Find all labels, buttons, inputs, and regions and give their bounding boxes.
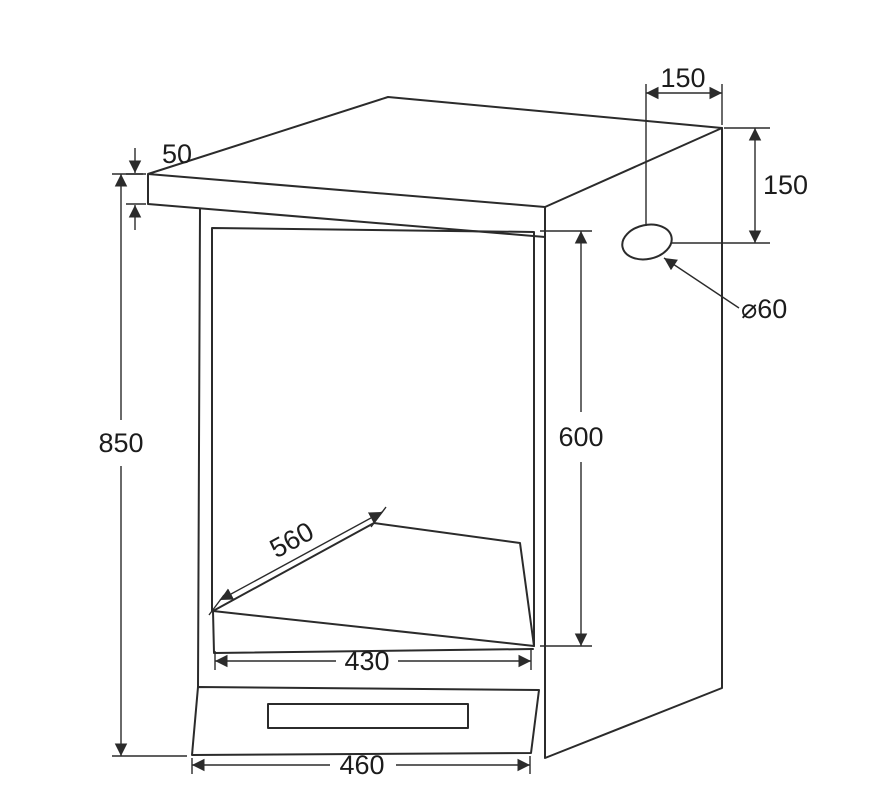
dim-total-height-label: 850 bbox=[98, 428, 143, 458]
dim-top-lip-extensions bbox=[126, 173, 146, 205]
left-front-edge bbox=[197, 208, 201, 688]
dim-opening-height: 600 bbox=[540, 230, 604, 647]
front-opening bbox=[211, 227, 535, 647]
right-side-panel bbox=[544, 127, 723, 759]
dim-hole-diameter: ⌀60 bbox=[663, 257, 787, 324]
mounting-hole bbox=[621, 223, 673, 261]
dim-opening-width: 430 bbox=[214, 646, 532, 676]
dim-height-extensions bbox=[112, 173, 187, 757]
dim-base-width: 460 bbox=[191, 750, 531, 780]
dim-top-lip: 50 bbox=[126, 139, 192, 230]
dim-opening-width-label: 430 bbox=[344, 646, 389, 676]
dimension-annotations: 50 150 150 ⌀60 bbox=[98, 63, 808, 780]
dim-base-width-label: 460 bbox=[339, 750, 384, 780]
dim-hole-diameter-label: ⌀60 bbox=[741, 294, 787, 324]
dim-depth-line bbox=[219, 511, 383, 601]
dim-hole-h-extensions bbox=[645, 84, 723, 226]
dim-opening-height-label: 600 bbox=[558, 422, 603, 452]
dim-top-lip-label: 50 bbox=[162, 139, 192, 169]
top-panel bbox=[147, 96, 723, 238]
plinth bbox=[191, 686, 540, 756]
hole-leader-line bbox=[663, 257, 740, 309]
dim-hole-h-label: 150 bbox=[660, 63, 705, 93]
dim-hole-v-extensions bbox=[672, 127, 770, 244]
dim-hole-offset-horizontal: 150 bbox=[645, 63, 723, 226]
dim-total-height: 850 bbox=[98, 173, 187, 757]
dim-hole-offset-vertical: 150 bbox=[672, 127, 808, 244]
plinth-notch bbox=[267, 703, 469, 729]
cabinet-outline bbox=[147, 96, 723, 759]
dim-hole-v-label: 150 bbox=[763, 170, 808, 200]
interior-floor bbox=[212, 522, 535, 654]
